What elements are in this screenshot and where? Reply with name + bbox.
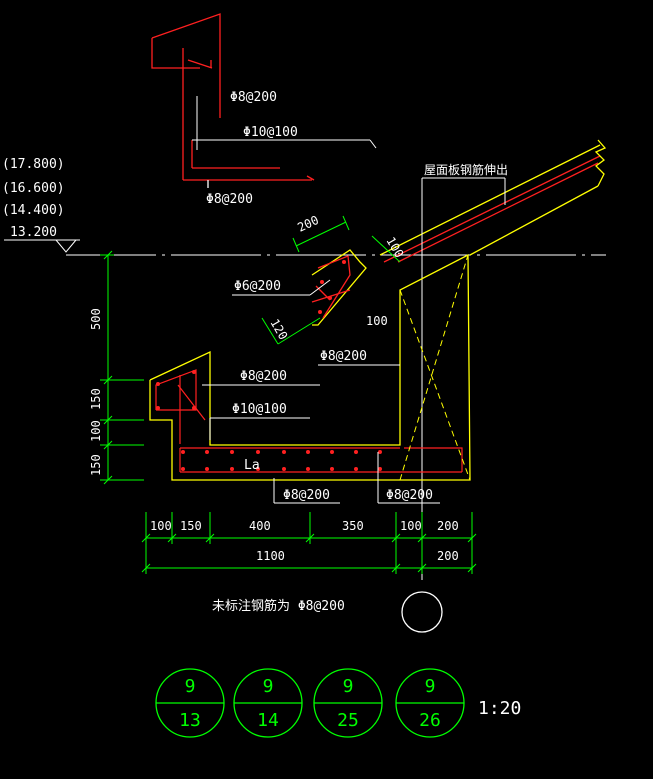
vdim-150a: 150 bbox=[89, 388, 103, 410]
rebar-label-phi6: Φ6@200 bbox=[234, 279, 281, 294]
hdim-200: 200 bbox=[437, 519, 459, 533]
rebar-label-top-2: Φ10@100 bbox=[243, 125, 298, 140]
detail-ref-1: 9 13 bbox=[155, 668, 225, 738]
roof-note: 屋面板钢筋伸出 bbox=[424, 162, 508, 177]
rebar-label-bot-1: Φ8@200 bbox=[283, 488, 330, 503]
detail-ref-4: 9 26 bbox=[395, 668, 465, 738]
vdim-100: 100 bbox=[89, 420, 103, 442]
detail-ref-4-top: 9 bbox=[425, 676, 436, 697]
scale-label: 1:20 bbox=[478, 698, 521, 719]
hdim-400: 400 bbox=[249, 519, 271, 533]
detail-ref-2-top: 9 bbox=[263, 676, 274, 697]
gutter-rebar-dots bbox=[156, 260, 382, 471]
roof-slab bbox=[379, 139, 607, 263]
mid-leaders bbox=[202, 364, 440, 504]
gutter-section bbox=[149, 253, 471, 481]
detail-ref-1-top: 9 bbox=[185, 676, 196, 697]
upper-dimensions bbox=[261, 215, 401, 345]
axis-bubble bbox=[401, 591, 443, 633]
detail-ref-2: 9 14 bbox=[233, 668, 303, 738]
vdim-150b: 150 bbox=[89, 454, 103, 476]
dim-label-200: 200 bbox=[295, 213, 321, 235]
general-note: 未标注钢筋为 Φ8@200 bbox=[212, 598, 345, 614]
overall-dim-1100: 1100 bbox=[256, 549, 285, 563]
overall-dim-200: 200 bbox=[437, 549, 459, 563]
hdim-100b: 100 bbox=[400, 519, 422, 533]
rebar-label-mid-2: Φ8@200 bbox=[240, 369, 287, 384]
top-rebar-detail bbox=[151, 13, 315, 188]
elevation-2: (16.600) bbox=[2, 181, 65, 196]
elevation-1: (17.800) bbox=[2, 157, 65, 172]
dim-label-100a: 100 bbox=[383, 235, 406, 261]
detail-ref-2-bottom: 14 bbox=[257, 710, 279, 731]
vdim-500: 500 bbox=[89, 308, 103, 330]
la-label: La bbox=[244, 458, 260, 473]
rebar-label-top-3: Φ8@200 bbox=[206, 192, 253, 207]
detail-ref-1-bottom: 13 bbox=[179, 710, 201, 731]
roof-note-leader bbox=[421, 177, 506, 580]
elevation-4: 13.200 bbox=[10, 225, 57, 240]
rebar-label-mid-3: Φ10@100 bbox=[232, 402, 287, 417]
rebar-label-mid-1: Φ8@200 bbox=[320, 349, 367, 364]
dim-label-100b: 100 bbox=[366, 314, 388, 328]
detail-ref-3-top: 9 bbox=[343, 676, 354, 697]
hdim-150: 150 bbox=[180, 519, 202, 533]
elevation-3: (14.400) bbox=[2, 203, 65, 218]
gutter-rebar bbox=[155, 369, 463, 473]
top-rebar-leaders bbox=[192, 96, 377, 150]
rebar-label-top-1: Φ8@200 bbox=[230, 90, 277, 105]
horizontal-dimension-lines bbox=[141, 512, 477, 574]
detail-ref-3: 9 25 bbox=[313, 668, 383, 738]
detail-ref-3-bottom: 25 bbox=[337, 710, 359, 731]
detail-ref-4-bottom: 26 bbox=[419, 710, 441, 731]
hdim-100a: 100 bbox=[150, 519, 172, 533]
diagonal-hidden-lines bbox=[399, 254, 471, 481]
elevation-marker bbox=[4, 239, 80, 253]
rebar-label-bot-2: Φ8@200 bbox=[386, 488, 433, 503]
vertical-dimension-line bbox=[100, 250, 144, 485]
hdim-350: 350 bbox=[342, 519, 364, 533]
